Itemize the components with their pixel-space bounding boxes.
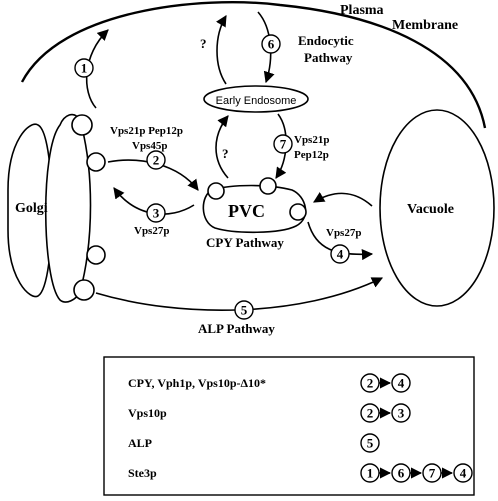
svg-text:2: 2 [367, 376, 374, 391]
step-1-circle [74, 58, 94, 78]
cpy-pathway-label: CPY Pathway [206, 235, 284, 250]
step-3-circle [146, 203, 166, 223]
vacuole-label: Vacuole [407, 202, 454, 217]
step-2-circle [146, 150, 166, 170]
membrane-label: Membrane [392, 18, 458, 33]
question-upper: ? [200, 36, 207, 51]
step-5-number: 5 [241, 303, 248, 318]
step-4-circle [330, 244, 350, 264]
legend-row-2-steps: 2 3 [360, 403, 411, 423]
golgi: Golgi [7, 113, 106, 303]
vps21-pep12-label: Vps21p Pep12p [110, 125, 183, 137]
svg-text:5: 5 [367, 436, 374, 451]
svg-text:6: 6 [398, 466, 405, 481]
legend-row-4-label: Ste3p [128, 466, 157, 480]
vacuole: Vacuole [379, 109, 495, 307]
legend-row-3-steps: 5 [360, 433, 380, 453]
pvc-label: PVC [228, 201, 265, 221]
step-5-circle [234, 300, 254, 320]
step-4-number: 4 [337, 247, 344, 262]
legend-row-3-label: ALP [128, 436, 152, 450]
arrow-vacuole-to-pvc [313, 192, 373, 207]
svg-text:3: 3 [398, 406, 405, 421]
legend: CPY, Vph1p, Vps10p-Δ10* 2 4 Vps10p 2 3 A… [103, 356, 475, 496]
svg-text:1: 1 [367, 466, 374, 481]
vps45-label: Vps45p [132, 140, 167, 152]
golgi-label: Golgi [15, 201, 48, 216]
svg-text:2: 2 [367, 406, 374, 421]
plasma-label: Plasma [340, 3, 384, 18]
endocytic-label: Endocytic [298, 33, 354, 48]
legend-row-1-label: CPY, Vph1p, Vps10p-Δ10* [128, 376, 266, 390]
step-7-circle [273, 134, 293, 154]
svg-text:7: 7 [429, 466, 436, 481]
arrow-step-4 [307, 221, 374, 261]
step-7-number: 7 [280, 137, 287, 152]
step-3-number: 3 [153, 206, 160, 221]
pvc: PVC [202, 177, 307, 234]
legend-row-4-steps: 1 6 7 4 [360, 463, 473, 483]
step-6-number: 6 [268, 37, 275, 52]
pep12-pvc-label: Pep12p [294, 149, 329, 161]
svg-text:4: 4 [398, 376, 405, 391]
pathway-label: Pathway [304, 50, 353, 65]
early-endosome-label: Early Endosome [216, 95, 297, 107]
plasma-membrane [20, 1, 487, 129]
early-endosome: Early Endosome [203, 85, 309, 113]
arrow-endosome-to-membrane [216, 15, 227, 85]
legend-row-1-steps: 2 4 [360, 373, 411, 393]
vps21-pvc-label: Vps21p [294, 134, 329, 146]
step-6-circle [261, 34, 281, 54]
step-2-number: 2 [153, 153, 160, 168]
step-1-number: 1 [81, 61, 88, 76]
vps27-vac-label: Vps27p [326, 227, 361, 239]
svg-text:4: 4 [460, 466, 467, 481]
alp-pathway-label: ALP Pathway [198, 321, 275, 336]
question-lower: ? [222, 146, 229, 161]
legend-row-2-label: Vps10p [128, 406, 167, 420]
vps27-golgi-label: Vps27p [134, 225, 169, 237]
arrow-pvc-to-endosome [215, 115, 229, 179]
